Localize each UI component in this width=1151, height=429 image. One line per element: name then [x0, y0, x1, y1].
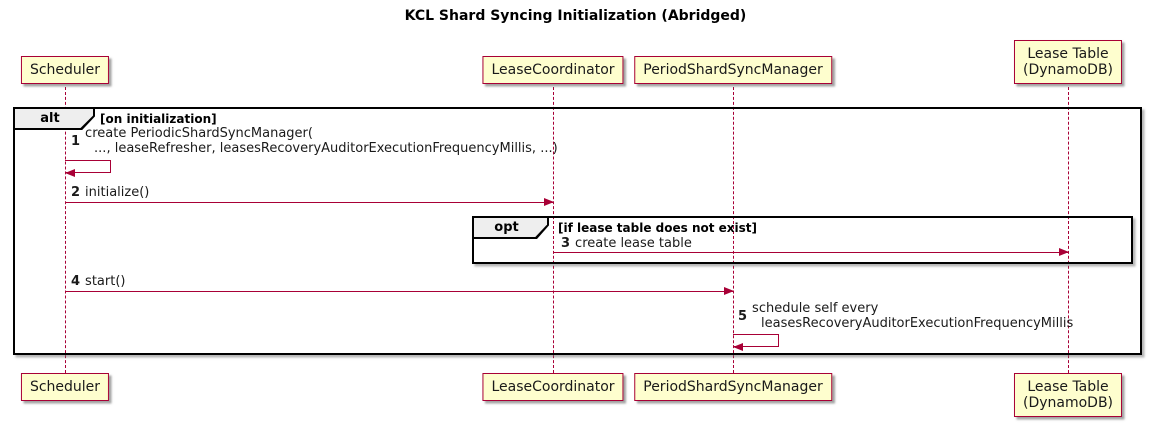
message-text: initialize(): [85, 185, 150, 200]
participant-leasecoordinator-bottom: LeaseCoordinator: [482, 373, 624, 402]
participant-periodshardsyncmanager-top: PeriodShardSyncManager: [634, 56, 832, 85]
arrow-initialize: [65, 198, 554, 206]
opt-keyword: opt: [474, 218, 547, 237]
lifeline-periodshardsyncmanager: [733, 87, 734, 373]
alt-frame: [13, 107, 1142, 355]
participant-label: Scheduler: [29, 379, 101, 395]
message-number: 1: [71, 133, 81, 149]
self-arrow-create-manager: [65, 160, 111, 177]
arrowhead-left-icon: [65, 169, 75, 177]
alt-frame-label: alt: [15, 109, 95, 130]
message-text: start(): [85, 274, 126, 289]
message-initialize: 2 initialize(): [71, 185, 149, 200]
message-text-line: ..., leaseRefresher, leasesRecoveryAudit…: [94, 141, 558, 156]
participant-scheduler-top: Scheduler: [20, 56, 110, 85]
message-text-line: leasesRecoveryAuditorExecutionFrequencyM…: [761, 316, 1074, 331]
participant-label: PeriodShardSyncManager: [643, 379, 823, 395]
participant-label: (DynamoDB): [1022, 395, 1114, 412]
lifeline-leasecoordinator: [553, 87, 554, 373]
participant-label: (DynamoDB): [1022, 62, 1114, 79]
message-start: 4 start(): [71, 274, 125, 289]
participant-label: PeriodShardSyncManager: [643, 62, 823, 78]
participant-label: LeaseCoordinator: [491, 62, 615, 78]
arrow-start: [65, 287, 734, 295]
participant-leasetable-top: Lease Table (DynamoDB): [1013, 40, 1123, 85]
lifeline-scheduler: [65, 87, 66, 373]
participant-leasecoordinator-top: LeaseCoordinator: [482, 56, 624, 85]
arrowhead-right-icon: [1059, 248, 1069, 256]
message-create-lease-table: 3 create lease table: [561, 236, 692, 251]
participant-label: Scheduler: [29, 62, 101, 78]
arrowhead-right-icon: [544, 198, 554, 206]
message-text-line: create PeriodicShardSyncManager(: [85, 126, 313, 141]
arrowhead-left-icon: [733, 343, 743, 351]
opt-frame: [472, 216, 1133, 264]
message-number: 4: [71, 274, 81, 289]
message-text-line: schedule self every: [752, 301, 879, 316]
participant-periodshardsyncmanager-bottom: PeriodShardSyncManager: [634, 373, 832, 402]
alt-condition: [on initialization]: [100, 112, 217, 126]
message-text: create lease table: [575, 236, 692, 251]
message-number: 2: [71, 185, 81, 200]
participant-label: LeaseCoordinator: [491, 379, 615, 395]
self-arrow-schedule: [733, 334, 779, 351]
arrowhead-right-icon: [724, 287, 734, 295]
message-number: 5: [738, 308, 748, 324]
opt-condition: [if lease table does not exist]: [558, 221, 758, 235]
alt-keyword: alt: [15, 109, 93, 128]
message-schedule-self: 5 schedule self every leasesRecoveryAudi…: [738, 301, 1073, 331]
diagram-title: KCL Shard Syncing Initialization (Abridg…: [404, 8, 747, 24]
lifeline-leasetable: [1068, 87, 1069, 373]
opt-frame-label: opt: [474, 218, 549, 239]
participant-scheduler-bottom: Scheduler: [20, 373, 110, 402]
participant-label: Lease Table: [1027, 46, 1109, 62]
arrow-create-lease-table: [553, 248, 1069, 256]
participant-label: Lease Table: [1027, 379, 1109, 395]
message-create-manager: 1 create PeriodicShardSyncManager( ..., …: [71, 126, 558, 156]
message-number: 3: [561, 236, 571, 251]
participant-leasetable-bottom: Lease Table (DynamoDB): [1013, 373, 1123, 418]
